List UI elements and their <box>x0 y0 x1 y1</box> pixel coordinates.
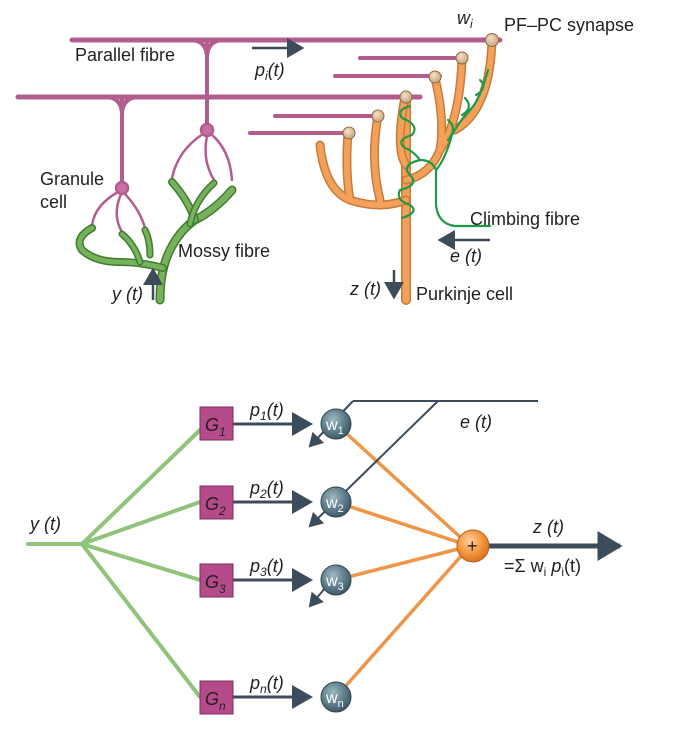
label-wi: wi <box>457 8 473 31</box>
synapse-1 <box>485 33 499 47</box>
g-box-n <box>199 680 234 715</box>
label-et-bottom: e (t) <box>460 412 492 432</box>
weight-nodes <box>320 408 352 713</box>
label-pf-pc-synapse: PF–PC synapse <box>504 15 634 35</box>
label-et-top: e (t) <box>450 246 482 266</box>
label-granule-2: cell <box>40 192 67 212</box>
bottom-panel: G1 G2 G3 Gn p1(t) p2(t) p3(t) pn(t) w1 w… <box>26 400 623 715</box>
label-parallel-fibre: Parallel fibre <box>75 45 175 65</box>
summation-symbol: + <box>467 536 478 556</box>
label-mossy-fibre: Mossy fibre <box>178 241 270 261</box>
parallel-fibres <box>15 37 503 187</box>
weight-node-n <box>320 681 352 713</box>
top-panel: Parallel fibre pi(t) wi PF–PC synapse Gr… <box>15 8 634 305</box>
g-label-2: G2 <box>205 494 226 518</box>
w-label-1: w1 <box>325 417 344 437</box>
label-yt-bottom: y (t) <box>28 514 61 534</box>
w-label-n: wn <box>325 690 344 710</box>
w-label-3: w3 <box>325 573 344 593</box>
label-formula: =Σ wi pi(t) <box>504 556 581 579</box>
synapse-5 <box>371 109 385 123</box>
p-label-1: p1(t) <box>249 400 284 423</box>
climbing-fibre <box>397 68 492 228</box>
weights-to-sum <box>334 422 472 699</box>
weight-node-3 <box>320 564 352 596</box>
g-label-3: G3 <box>205 572 226 596</box>
p-arrows <box>233 412 313 709</box>
synapse-4 <box>399 90 413 104</box>
input-fan <box>26 428 202 699</box>
synapse-6 <box>342 126 356 140</box>
g-box-1 <box>199 406 234 441</box>
g-box-3 <box>199 563 234 598</box>
label-purkinje-cell: Purkinje cell <box>416 284 513 304</box>
label-zt-bottom: z (t) <box>532 517 564 537</box>
g-label-n: Gn <box>205 689 226 713</box>
w-label-2: w2 <box>325 495 344 515</box>
g-box-2 <box>199 485 234 520</box>
synapse-3 <box>428 70 442 84</box>
p-label-3: p3(t) <box>249 556 284 579</box>
purkinje-cell <box>315 35 497 305</box>
pf-pc-synapses <box>342 33 499 140</box>
g-labels: G1 G2 G3 Gn <box>205 415 226 713</box>
label-climbing-fibre: Climbing fibre <box>470 209 580 229</box>
granule-cells <box>90 122 234 234</box>
top-arrows <box>143 38 490 300</box>
label-pi: pi(t) <box>254 60 285 83</box>
label-yt-top: y (t) <box>110 284 143 304</box>
p-labels: p1(t) p2(t) p3(t) pn(t) <box>249 400 284 696</box>
weight-node-2 <box>320 486 352 518</box>
label-granule-1: Granule <box>40 169 104 189</box>
g-boxes <box>199 406 234 715</box>
label-zt-top: z (t) <box>349 279 381 299</box>
p-label-n: pn(t) <box>249 673 284 696</box>
summation-node <box>456 529 490 563</box>
weight-node-1 <box>320 408 352 440</box>
p-label-2: p2(t) <box>249 478 284 501</box>
weight-labels: w1 w2 w3 wn <box>325 417 344 710</box>
synapse-2 <box>455 51 469 65</box>
g-label-1: G1 <box>205 415 226 439</box>
